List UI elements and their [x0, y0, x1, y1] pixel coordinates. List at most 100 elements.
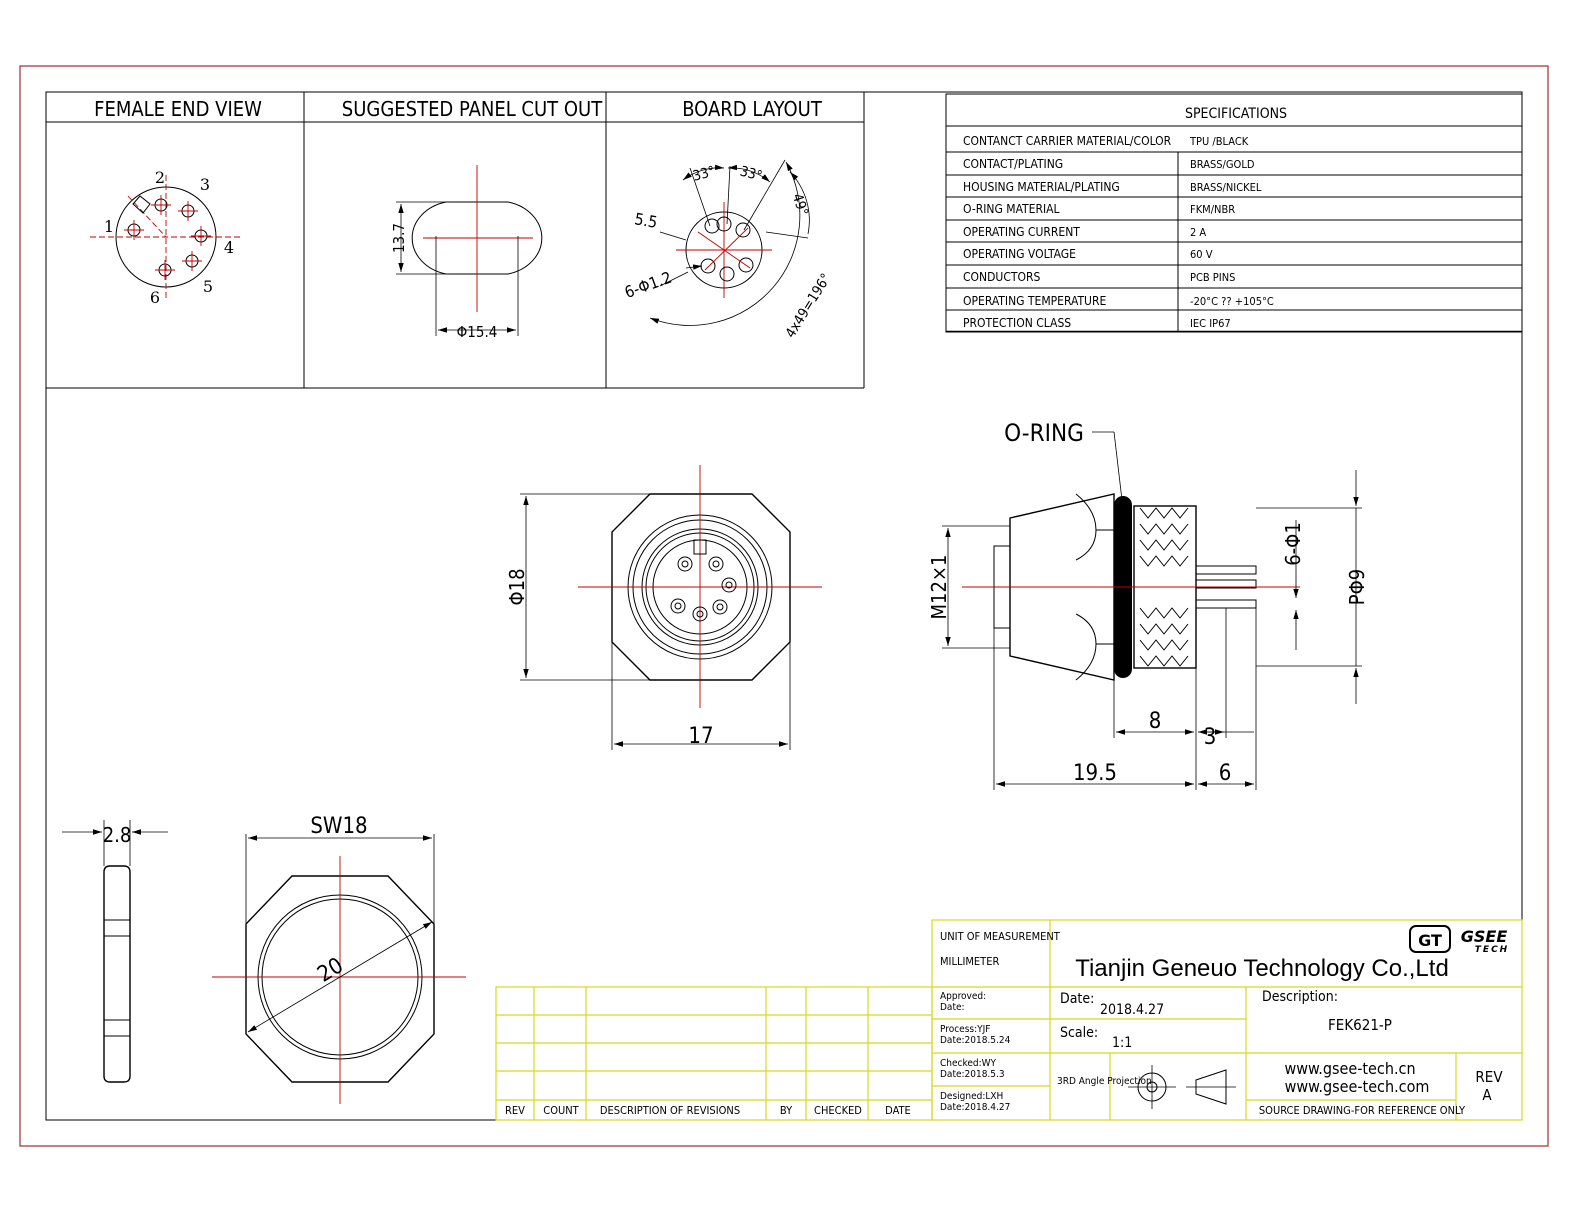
pin-4: [191, 226, 211, 246]
front-pin: [708, 556, 724, 572]
description-value: FEK621-P: [1328, 1016, 1392, 1034]
rev-header-date: DATE: [885, 1104, 911, 1117]
rev-header-rev: REV: [505, 1104, 525, 1117]
website-cn: www.gsee-tech.cn: [1284, 1059, 1415, 1078]
side-dim-8: 8: [1149, 709, 1162, 734]
front-pin: [712, 599, 728, 615]
top-views-panel: FEMALE END VIEW SUGGESTED PANEL CUT OUT …: [46, 92, 865, 389]
spec-label: HOUSING MATERIAL/PLATING: [963, 180, 1120, 194]
pin-label-1: 1: [104, 217, 114, 236]
date-label: Date:: [1060, 991, 1094, 1007]
female-end-view: 1 2 3 4 5 6: [90, 168, 240, 307]
rev-header-checked: CHECKED: [814, 1104, 862, 1117]
website-com: www.gsee-tech.com: [1285, 1077, 1430, 1096]
nut-thickness-dim: 2.8: [103, 823, 132, 847]
nut-sw-dim: SW18: [310, 814, 367, 839]
front-pin: [677, 556, 693, 572]
spec-value: PCB PINS: [1190, 271, 1235, 284]
pin-6: [155, 260, 175, 280]
projection-label: 3RD Angle Projection: [1057, 1076, 1152, 1087]
panel-width-dim: Φ15.4: [457, 323, 498, 341]
spec-value: 2 A: [1190, 226, 1206, 239]
date-value: 2018.4.27: [1100, 1002, 1164, 1018]
pin-1: [124, 220, 144, 240]
designed-date: Date:2018.4.27: [940, 1102, 1010, 1113]
side-dim-6: 6: [1219, 761, 1232, 786]
nut-side-view: 2.8: [62, 820, 168, 1083]
female-end-view-title: FEMALE END VIEW: [94, 97, 262, 121]
front-pin: [692, 606, 708, 622]
company-logo: GT GSEE TECH: [1409, 925, 1509, 955]
front-diameter-dim: Φ18: [505, 568, 529, 605]
pin-3: [178, 201, 198, 221]
scale-label: Scale:: [1060, 1025, 1098, 1041]
front-pin: [670, 598, 686, 614]
board-layout-title: BOARD LAYOUT: [682, 97, 823, 121]
spec-label: O-RING MATERIAL: [963, 202, 1060, 216]
logo-brand: GSEE: [1461, 927, 1508, 946]
pin-label-2: 2: [155, 168, 165, 187]
spec-label: OPERATING CURRENT: [963, 225, 1080, 239]
o-ring-label: O-RING: [1004, 419, 1084, 447]
board-angle-1: 33°: [691, 164, 717, 185]
spec-value: BRASS/NICKEL: [1190, 181, 1262, 194]
spec-label: PROTECTION CLASS: [963, 316, 1071, 330]
unit-value: MILLIMETER: [940, 955, 999, 968]
board-angle-2: 33°: [738, 164, 764, 185]
spec-value: -20°C ?? +105°C: [1190, 295, 1274, 308]
connector-front-view: Φ18 17: [505, 465, 822, 750]
panel-height-dim: 13.7: [390, 223, 408, 253]
panel-cut-out-view: 13.7 Φ15.4: [390, 165, 543, 341]
spec-label: CONTANCT CARRIER MATERIAL/COLOR: [963, 134, 1172, 148]
side-dim-19-5: 19.5: [1073, 761, 1117, 786]
spec-value: FKM/NBR: [1190, 203, 1235, 216]
specifications-table: SPECIFICATIONS CONTANCT CARRIER MATERIAL…: [945, 93, 1523, 333]
specifications-title: SPECIFICATIONS: [1185, 106, 1287, 122]
checked-date: Date:2018.5.3: [940, 1069, 1005, 1080]
logo-sub: TECH: [1475, 945, 1509, 955]
approved-label: Approved:: [940, 991, 986, 1002]
pin-label-6: 6: [150, 288, 160, 307]
description-label: Description:: [1262, 989, 1338, 1005]
thread-dim: M12×1: [927, 555, 951, 620]
revision-table: REV COUNT DESCRIPTION OF REVISIONS BY CH…: [495, 986, 933, 1121]
rev-header-count: COUNT: [543, 1104, 579, 1117]
pin-diameter-dim: 6-Φ1: [1281, 522, 1305, 566]
checked-label: Checked:WY: [940, 1058, 997, 1069]
pin-5: [182, 251, 202, 271]
source-note: SOURCE DRAWING-FOR REFERENCE ONLY: [1259, 1104, 1466, 1117]
pitch-dim: PΦ9: [1345, 569, 1369, 605]
pin-label-5: 5: [203, 277, 213, 296]
spec-label: CONDUCTORS: [963, 270, 1040, 284]
pin-2: [151, 195, 171, 215]
designed-label: Designed:LXH: [940, 1091, 1003, 1102]
connector-side-view: O-RING M12×1 PΦ9 6-Φ1 8 3 19.5 6: [927, 419, 1369, 790]
projection-symbol: [1128, 1065, 1236, 1109]
spec-label: OPERATING VOLTAGE: [963, 247, 1076, 261]
company-name: Tianjin Geneuo Technology Co.,Ltd: [1075, 955, 1449, 982]
spec-value: IEC IP67: [1190, 317, 1231, 330]
spec-label: OPERATING TEMPERATURE: [963, 294, 1106, 308]
pin-label-3: 3: [200, 175, 210, 194]
process-date: Date:2018.5.24: [940, 1035, 1011, 1046]
rev-label: REV: [1475, 1068, 1503, 1086]
spec-value: TPU /BLACK: [1189, 135, 1249, 148]
front-pin: [721, 577, 737, 593]
spec-label: CONTACT/PLATING: [963, 157, 1063, 171]
pin-label-4: 4: [224, 238, 234, 257]
scale-value: 1:1: [1112, 1035, 1132, 1051]
board-arc-dim: 4x49=196°: [783, 271, 835, 341]
spec-value: 60 V: [1190, 248, 1213, 261]
rev-header-by: BY: [780, 1104, 793, 1117]
rev-value: A: [1482, 1086, 1492, 1104]
spec-value: BRASS/GOLD: [1190, 158, 1255, 171]
board-angle-3: 49°: [789, 192, 811, 218]
side-dim-3: 3: [1204, 725, 1217, 750]
rev-header-description: DESCRIPTION OF REVISIONS: [600, 1104, 740, 1117]
outer-frame: [19, 65, 1549, 1147]
title-block: UNIT OF MEASUREMENT MILLIMETER Tianjin G…: [931, 919, 1523, 1121]
unit-label: UNIT OF MEASUREMENT: [940, 930, 1061, 943]
board-circle-dim: 5.5: [633, 209, 659, 232]
logo-text: GT: [1418, 931, 1442, 950]
